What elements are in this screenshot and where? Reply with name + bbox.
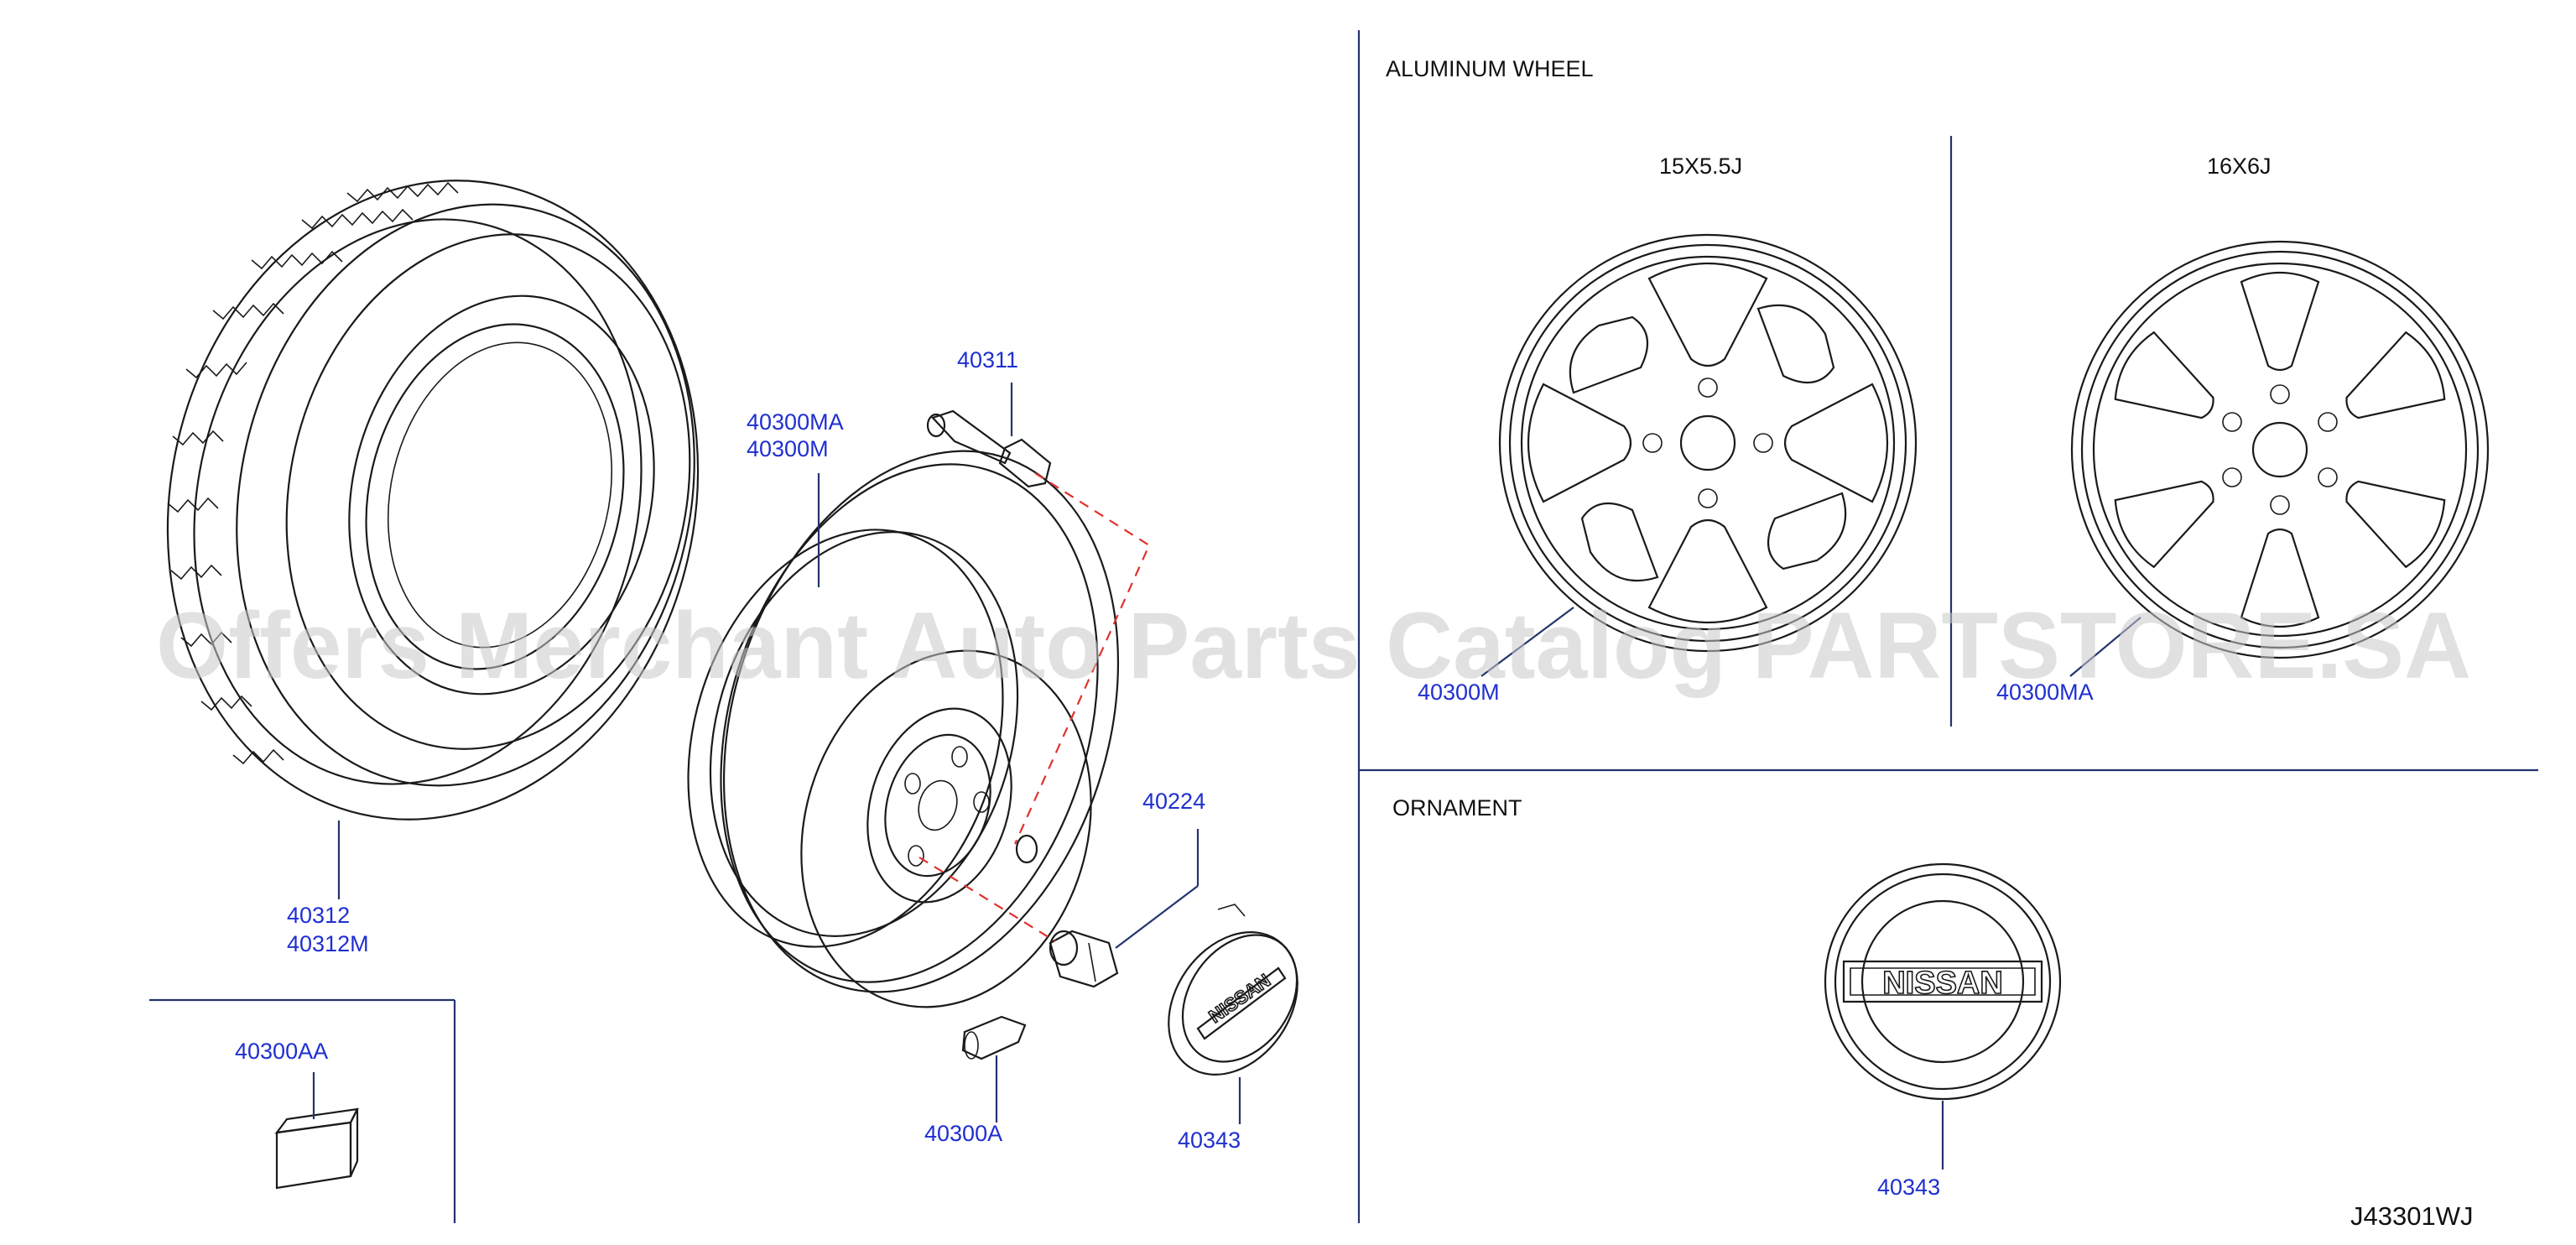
- part-label-wheel-ma[interactable]: 40300MA: [747, 409, 844, 435]
- tire[interactable]: [106, 128, 761, 873]
- steel-wheel[interactable]: [639, 402, 1182, 1044]
- part-label-tire-m[interactable]: 40312M: [287, 931, 369, 956]
- part-label-weight-clip[interactable]: 40300A: [924, 1121, 1002, 1146]
- wheel-size-15-label: 15X5.5J: [1659, 154, 1742, 179]
- ornament-logo-text: NISSAN: [1882, 966, 2003, 1001]
- center-cap[interactable]: NISSAN: [1142, 904, 1324, 1099]
- balance-weight-clip[interactable]: [961, 1015, 1027, 1060]
- leader-lines: [312, 383, 2141, 1169]
- balance-weight-adhesive[interactable]: [274, 1107, 359, 1190]
- part-label-weight-adhesive[interactable]: 40300AA: [235, 1039, 328, 1064]
- tire-valve[interactable]: [926, 409, 1052, 488]
- part-label-tire[interactable]: 40312: [287, 903, 350, 928]
- part-label-wheel-m[interactable]: 40300M: [747, 436, 829, 461]
- part-label-ornament[interactable]: 40343: [1877, 1175, 1940, 1200]
- cap-logo-text: NISSAN: [1205, 970, 1274, 1027]
- part-label-nut[interactable]: 40224: [1142, 789, 1205, 814]
- part-label-valve[interactable]: 40311: [957, 347, 1018, 372]
- section-frame: [149, 30, 2538, 1223]
- wheel-size-16-label: 16X6J: [2207, 154, 2272, 179]
- alloy-wheel-16[interactable]: [2070, 240, 2490, 659]
- wheel-nut[interactable]: [1049, 930, 1119, 988]
- aluminum-wheel-heading: ALUMINUM WHEEL: [1386, 56, 1594, 81]
- diagram-reference: J43301WJ: [2350, 1201, 2473, 1231]
- watermark-text: Offers Merchant Auto Parts Catalog PARTS…: [156, 593, 2471, 698]
- ornament-emblem[interactable]: NISSAN: [1824, 862, 2062, 1101]
- part-label-cap[interactable]: 40343: [1178, 1128, 1241, 1153]
- part-label-alloy-15[interactable]: 40300M: [1418, 680, 1500, 705]
- assembly-connectors: [919, 472, 1151, 942]
- part-label-alloy-16[interactable]: 40300MA: [1996, 680, 2094, 705]
- ornament-heading: ORNAMENT: [1392, 795, 1522, 820]
- alloy-wheel-15[interactable]: [1498, 233, 1918, 653]
